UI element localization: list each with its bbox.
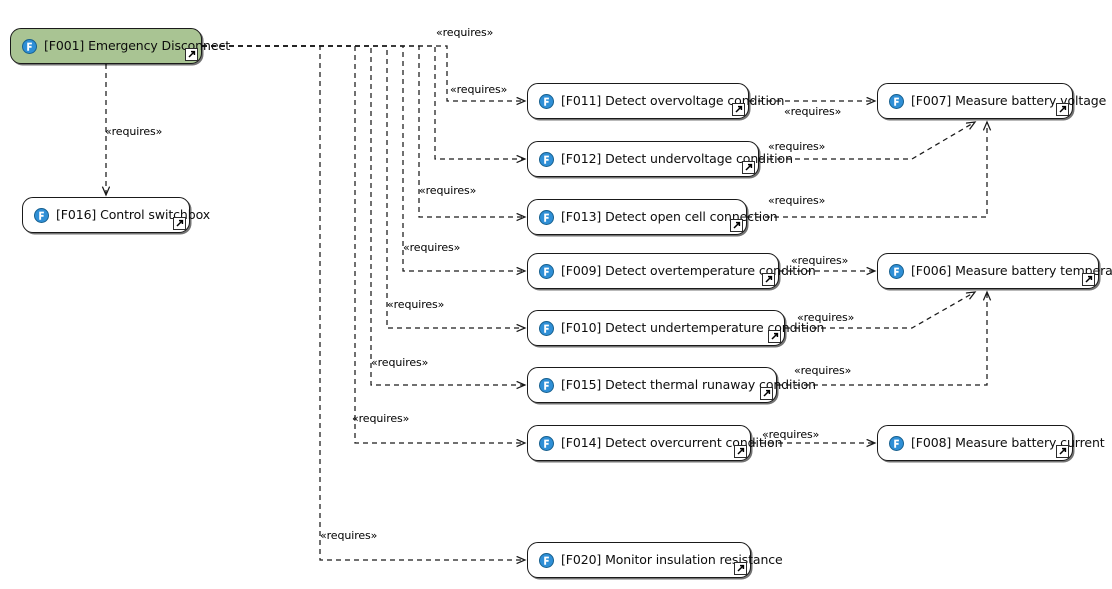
feature-f-icon <box>539 151 554 167</box>
edge-label: «requires» <box>762 428 820 441</box>
hyperlink-arrow-icon[interactable] <box>185 48 198 61</box>
node-label: [F016] Control switchbox <box>56 206 211 222</box>
feature-f-icon <box>34 207 49 223</box>
hyperlink-arrow-icon[interactable] <box>762 273 775 286</box>
node-label: [F012] Detect undervoltage condition <box>561 150 793 166</box>
hyperlink-arrow-icon[interactable] <box>734 562 747 575</box>
edge-label: «requires» <box>436 26 494 39</box>
node-label: [F009] Detect overtemperature condition <box>561 262 816 278</box>
edge-label: «requires» <box>768 194 826 207</box>
edge-label: «requires» <box>403 241 461 254</box>
node-label: [F006] Measure battery temperature <box>911 262 1112 278</box>
edge-label: «requires» <box>784 105 842 118</box>
hyperlink-arrow-icon[interactable] <box>1082 273 1095 286</box>
node-f001[interactable]: [F001] Emergency Disconnect <box>10 28 230 64</box>
feature-f-icon <box>539 320 554 336</box>
feature-f-icon <box>539 209 554 225</box>
node-label: [F020] Monitor insulation resistance <box>561 551 783 567</box>
edge-f001-f009 <box>202 45 525 271</box>
edge-f001-f014 <box>202 45 525 443</box>
hyperlink-arrow-icon[interactable] <box>734 445 747 458</box>
hyperlink-arrow-icon[interactable] <box>768 330 781 343</box>
node-f010[interactable]: [F010] Detect undertemperature condition <box>527 310 824 346</box>
node-f020[interactable]: [F020] Monitor insulation resistance <box>527 542 783 578</box>
edge-label: «requires» <box>352 412 410 425</box>
node-f014[interactable]: [F014] Detect overcurrent condition <box>527 425 782 461</box>
edge-f001-f012 <box>202 45 525 159</box>
hyperlink-arrow-icon[interactable] <box>1056 445 1069 458</box>
node-f011[interactable]: [F011] Detect overvoltage condition <box>527 83 784 119</box>
edge-label: «requires» <box>768 140 826 153</box>
feature-f-icon <box>539 377 554 393</box>
node-f015[interactable]: [F015] Detect thermal runaway condition <box>527 367 816 403</box>
node-label: [F011] Detect overvoltage condition <box>561 92 785 108</box>
feature-f-icon <box>889 93 904 109</box>
edge-label: «requires» <box>320 529 378 542</box>
feature-f-icon <box>539 552 554 568</box>
hyperlink-arrow-icon[interactable] <box>1056 103 1069 116</box>
hyperlink-arrow-icon[interactable] <box>173 217 186 230</box>
edge-label: «requires» <box>419 184 477 197</box>
edge-f001-f020 <box>202 45 525 560</box>
hyperlink-arrow-icon[interactable] <box>730 219 743 232</box>
hyperlink-arrow-icon[interactable] <box>742 161 755 174</box>
edge-label: «requires» <box>387 298 445 311</box>
hyperlink-arrow-icon[interactable] <box>732 103 745 116</box>
node-f009[interactable]: [F009] Detect overtemperature condition <box>527 253 816 289</box>
edge-label: «requires» <box>797 311 855 324</box>
edge-label: «requires» <box>794 364 852 377</box>
edge-label: «requires» <box>105 125 163 138</box>
edge-f001-f013 <box>202 45 525 217</box>
feature-f-icon <box>889 263 904 279</box>
node-label: [F008] Measure battery current <box>911 434 1105 450</box>
feature-f-icon <box>539 435 554 451</box>
node-f012[interactable]: [F012] Detect undervoltage condition <box>527 141 793 177</box>
node-label: [F013] Detect open cell connection <box>561 208 778 224</box>
node-label: [F007] Measure battery voltage <box>911 92 1107 108</box>
feature-f-icon <box>889 435 904 451</box>
node-f016[interactable]: [F016] Control switchbox <box>22 197 210 233</box>
node-f006[interactable]: [F006] Measure battery temperature <box>877 253 1112 289</box>
feature-f-icon <box>539 93 554 109</box>
hyperlink-arrow-icon[interactable] <box>760 387 773 400</box>
node-f008[interactable]: [F008] Measure battery current <box>877 425 1105 461</box>
node-label: [F010] Detect undertemperature condition <box>561 319 825 335</box>
edge-label: «requires» <box>791 254 849 267</box>
edge-label: «requires» <box>450 83 508 96</box>
node-label: [F015] Detect thermal runaway condition <box>561 376 816 392</box>
feature-f-icon <box>22 38 37 54</box>
edge-label: «requires» <box>371 356 429 369</box>
node-f013[interactable]: [F013] Detect open cell connection <box>527 199 778 235</box>
node-f007[interactable]: [F007] Measure battery voltage <box>877 83 1106 119</box>
node-label: [F001] Emergency Disconnect <box>44 37 230 53</box>
feature-f-icon <box>539 263 554 279</box>
edge-f001-f015 <box>202 45 525 385</box>
node-label: [F014] Detect overcurrent condition <box>561 434 783 450</box>
